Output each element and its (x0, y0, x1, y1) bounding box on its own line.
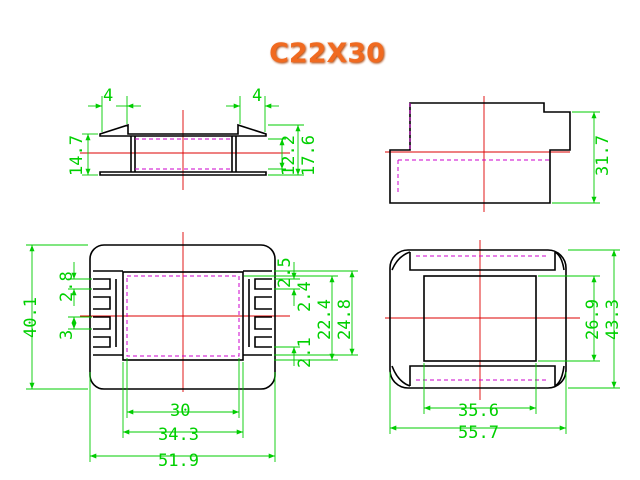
dim-bottom-35-6: 35.6 (458, 401, 499, 421)
dim-front-pin-2-5: 2.5 (275, 257, 295, 288)
dim-bottom-26-9: 26.9 (583, 299, 603, 340)
dim-top-height-12-2: 12.2 (279, 135, 299, 176)
dim-front-pin-2-1: 2.1 (295, 337, 315, 368)
side-view: 31.7 (385, 96, 613, 212)
dim-front-pin-3: 3 (57, 330, 77, 340)
drawing-title: C22X30 (269, 38, 385, 69)
top-view: 4 4 14.7 12.2 17.6 (67, 86, 319, 190)
dim-side-height-31-7: 31.7 (593, 135, 613, 176)
dim-front-22-4: 22.4 (315, 299, 335, 340)
dim-front-width-51-9: 51.9 (158, 451, 199, 471)
dim-bottom-43-3: 43.3 (603, 299, 623, 340)
dim-front-height-40-1: 40.1 (21, 297, 41, 338)
dim-front-pin-2-8: 2.8 (57, 271, 77, 302)
front-view: 40.1 2.8 3 2.5 2.4 2.1 22.4 24.8 30 34.3… (21, 232, 358, 471)
dim-top-height-14-7: 14.7 (67, 135, 87, 176)
dim-front-pin-2-4: 2.4 (295, 281, 315, 312)
dim-front-width-30: 30 (170, 401, 190, 421)
dim-front-24-8: 24.8 (335, 299, 355, 340)
dim-top-width-left: 4 (103, 86, 113, 106)
dim-top-width-right: 4 (252, 86, 262, 106)
dim-top-height-17-6: 17.6 (299, 135, 319, 176)
dim-bottom-55-7: 55.7 (458, 423, 499, 443)
bottom-view: 26.9 43.3 35.6 55.7 (385, 240, 623, 443)
dim-front-width-34-3: 34.3 (158, 425, 199, 445)
